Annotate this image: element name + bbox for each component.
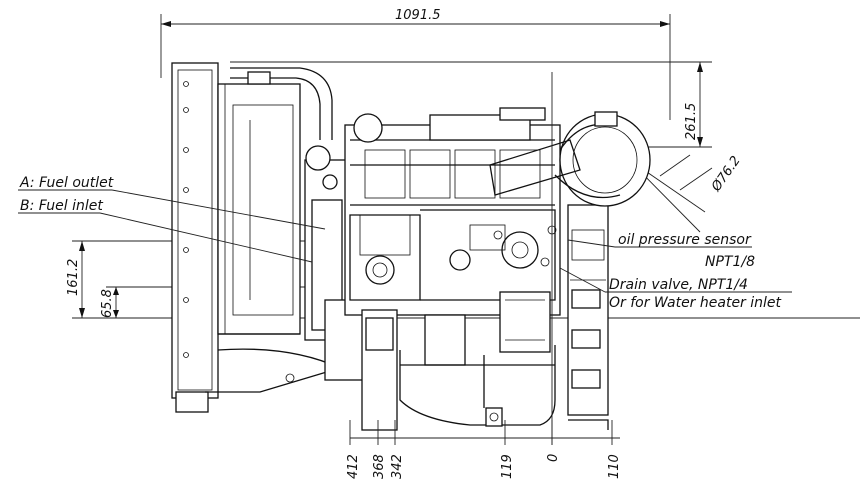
bottom-dim-119: 119 bbox=[500, 454, 515, 479]
air-filter bbox=[489, 111, 651, 207]
bottom-dim-368: 368 bbox=[372, 454, 387, 479]
bottom-dim-412: 412 bbox=[346, 454, 361, 479]
water-pump-side bbox=[567, 204, 609, 430]
coolant-pipe bbox=[230, 67, 333, 140]
fuel-outlet-callout: A: Fuel outlet bbox=[19, 175, 114, 191]
bottom-dimension-line bbox=[349, 420, 620, 445]
water-heater-callout: Or for Water heater inlet bbox=[609, 295, 782, 311]
callout-leaders bbox=[18, 189, 792, 293]
oil-sensor-thread-callout: NPT1/8 bbox=[705, 254, 755, 270]
height-65-label: 65.8 bbox=[100, 289, 115, 318]
fuel-inlet-callout: B: Fuel inlet bbox=[20, 198, 103, 214]
oil-pressure-sensor-callout: oil pressure sensor bbox=[618, 232, 752, 248]
engine-block bbox=[344, 107, 561, 316]
bottom-dim-342: 342 bbox=[390, 454, 405, 479]
overall-length-dimension: 1091.5 bbox=[160, 8, 671, 120]
height-261-dimension: 261.5 bbox=[230, 61, 712, 148]
height-161-label: 161.2 bbox=[66, 259, 81, 296]
bottom-dim-0: 0 bbox=[546, 454, 561, 462]
overall-length-label: 1091.5 bbox=[395, 8, 441, 23]
oil-filter-sump bbox=[361, 291, 556, 431]
drain-valve-callout: Drain valve, NPT1/4 bbox=[609, 277, 748, 293]
bottom-dim-110: 110 bbox=[607, 454, 622, 479]
height-261-label: 261.5 bbox=[684, 103, 699, 140]
diameter-label: Ø76.2 bbox=[708, 154, 743, 196]
